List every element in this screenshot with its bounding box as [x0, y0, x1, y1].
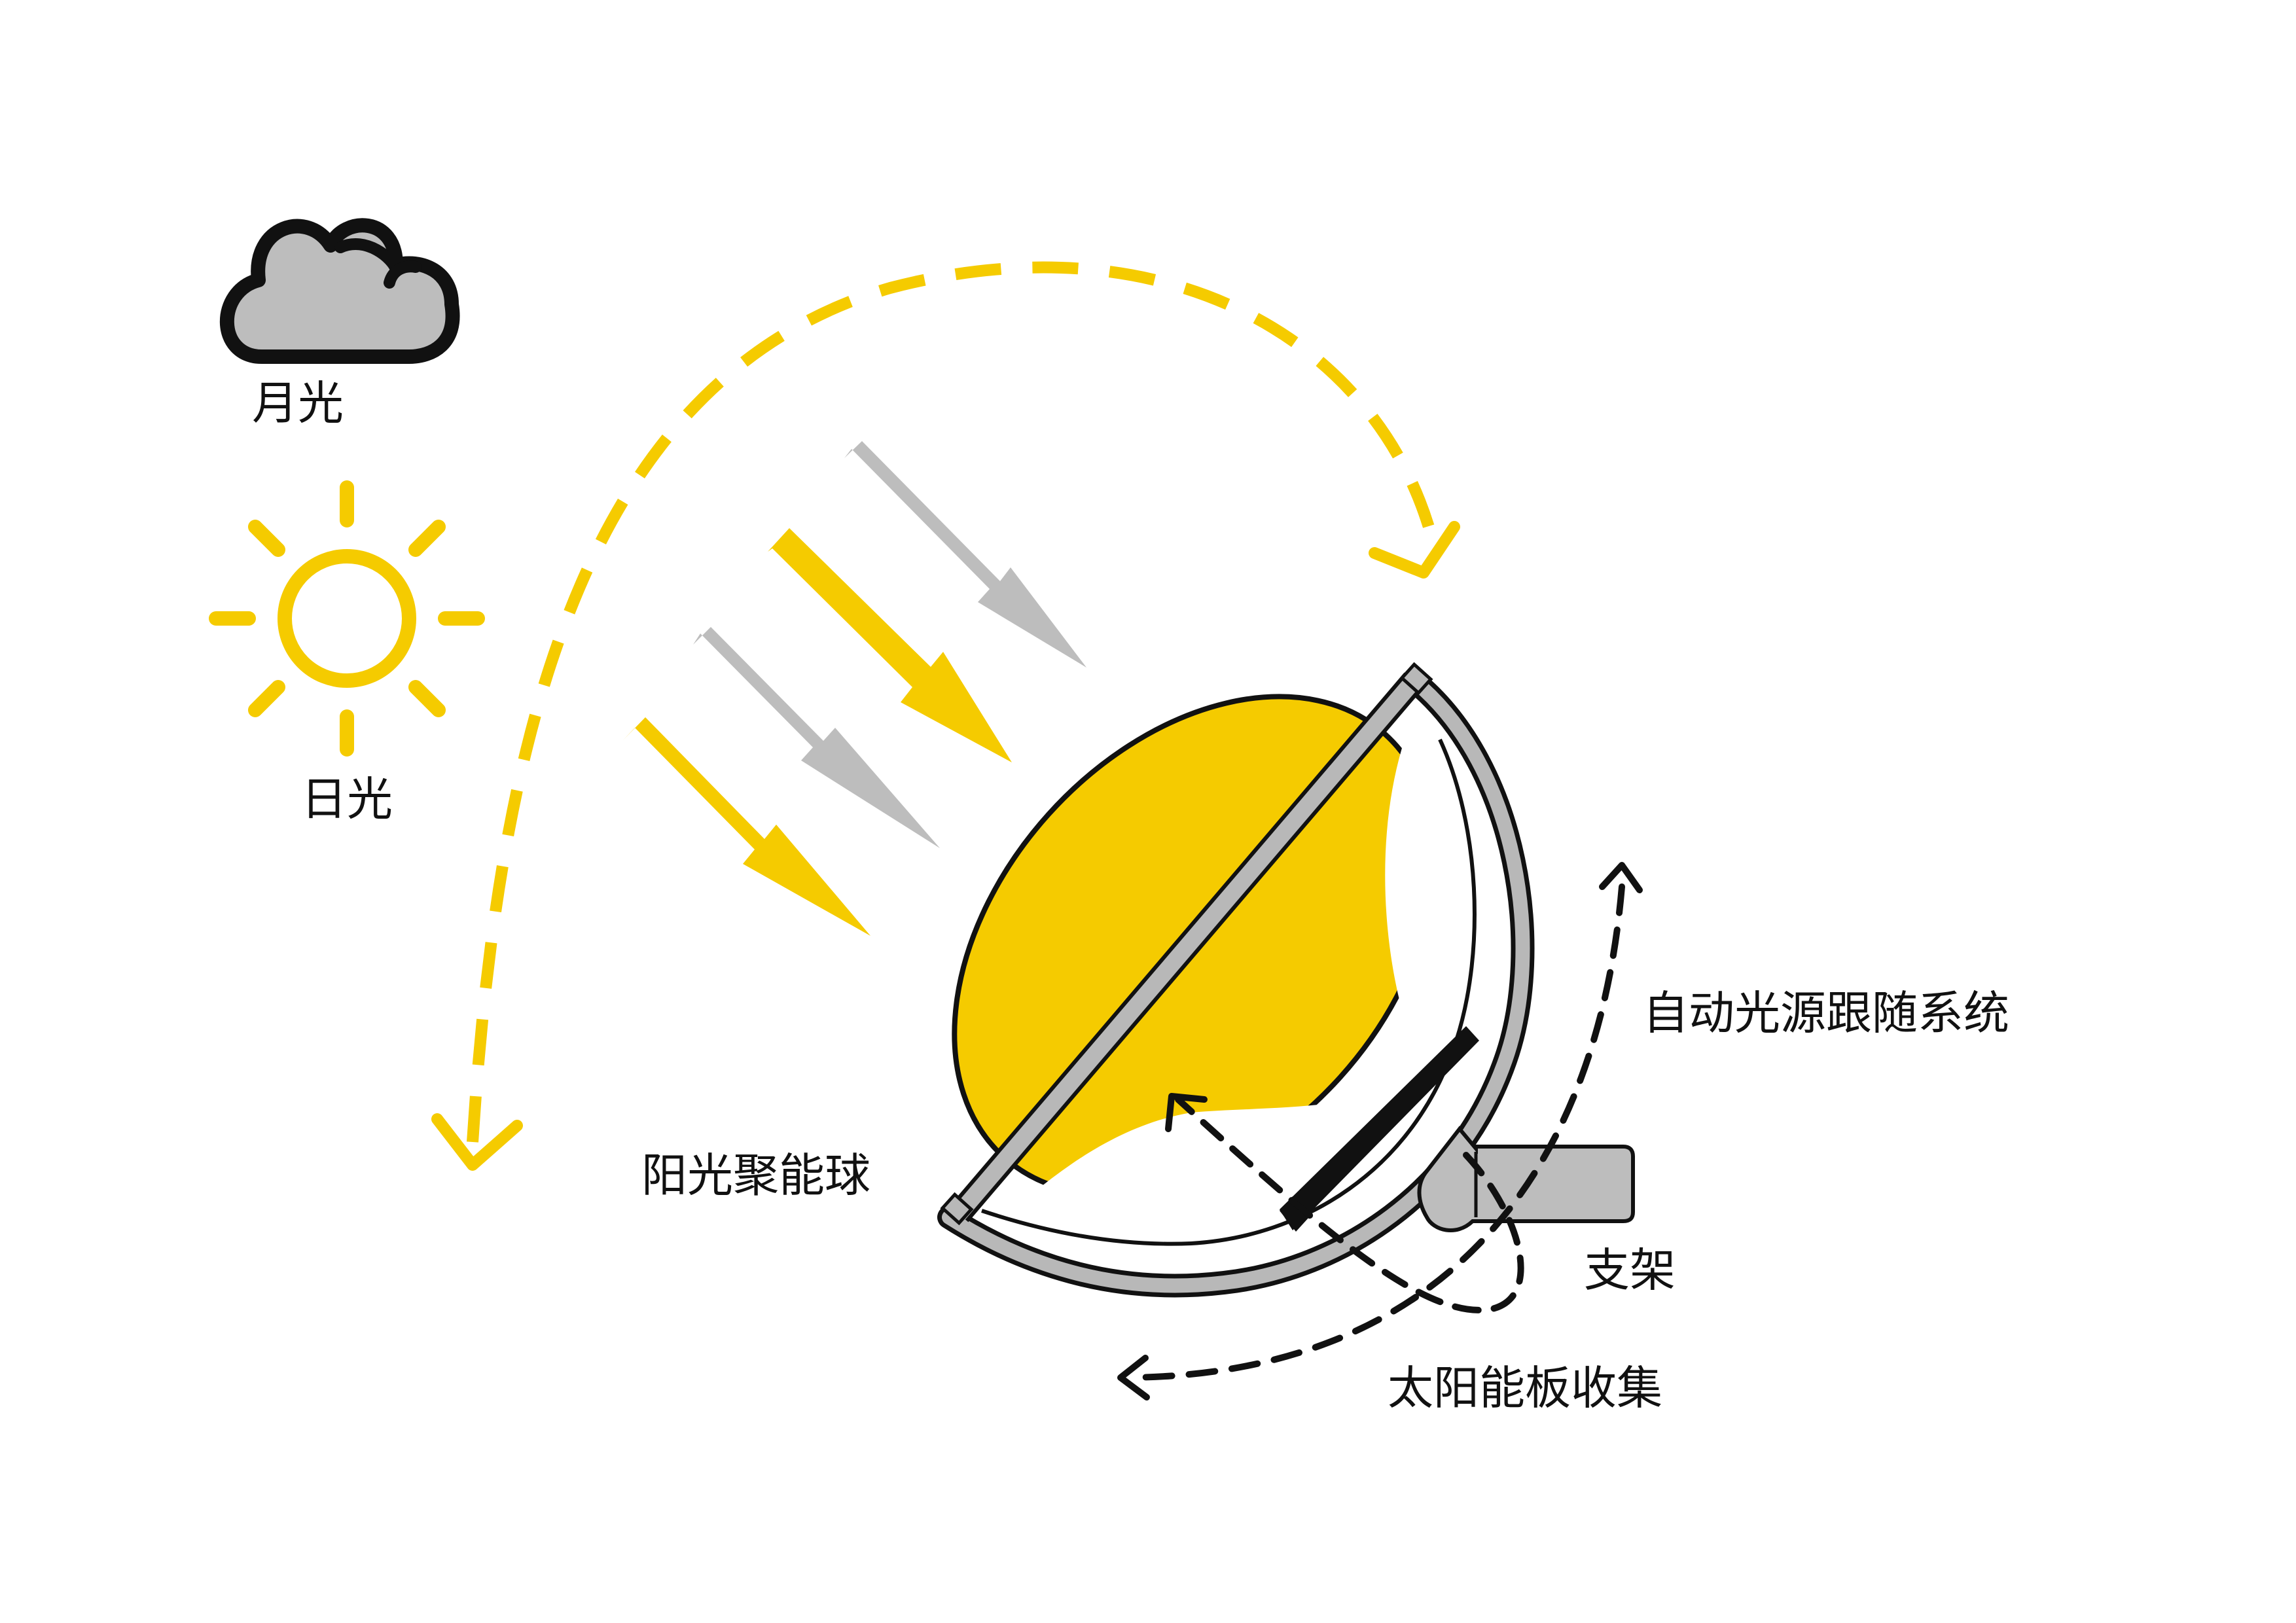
panel-collection-arrowhead [1165, 1093, 1208, 1132]
bracket [1417, 1126, 1635, 1233]
sun-path-arc [431, 261, 1460, 1171]
tracking-arrowhead-top [1599, 862, 1643, 893]
tracking-arrowhead-bottom [1117, 1355, 1150, 1400]
tracking-arc [1126, 883, 1625, 1381]
cloud-icon [219, 218, 460, 364]
bracket-label: 支架 [1584, 1243, 1676, 1297]
ray-yellow-2 [623, 717, 870, 936]
sun-icon [209, 480, 485, 757]
ray-gray-2 [693, 627, 940, 848]
sun-path-arrowhead-left [431, 1113, 523, 1171]
sun-ball [937, 662, 1535, 1298]
light-rays [623, 441, 1086, 936]
panel-collection-path [1175, 1096, 1524, 1313]
tracking-system-label: 自动光源跟随系统 [1643, 986, 2009, 1040]
ray-gray-1 [844, 441, 1086, 668]
sun-ball-label: 阳光聚能球 [641, 1149, 870, 1202]
moonlight-label: 月光 [252, 376, 344, 430]
solar-panel-label: 太阳能板收集 [1388, 1361, 1662, 1415]
sun-path-arrowhead-right [1369, 521, 1460, 579]
tracking-arrows [1117, 862, 1643, 1400]
solar-panel [1280, 1026, 1479, 1232]
sunlight-label: 日光 [301, 772, 393, 826]
ray-yellow-1 [768, 528, 1012, 762]
